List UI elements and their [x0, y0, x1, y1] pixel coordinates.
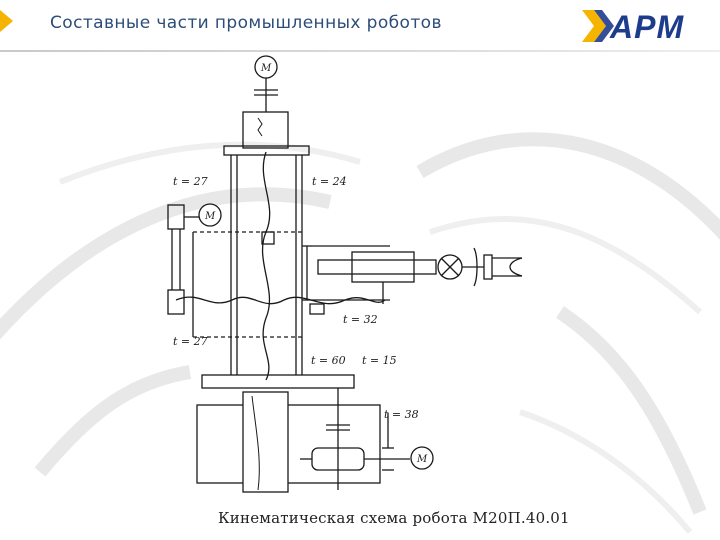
- motor-bottom: [410, 446, 434, 470]
- label-t32: t = 32: [343, 313, 378, 326]
- logo-text: АРМ: [610, 9, 685, 45]
- slide-header: Составные части промышленных роботов АРМ: [0, 0, 720, 52]
- motor-left-symbol: M: [204, 211, 216, 222]
- label-t60: t = 60: [311, 354, 346, 367]
- label-t24: t = 24: [312, 175, 347, 188]
- slide-title: Составные части промышленных роботов: [50, 13, 442, 33]
- motor-left: [198, 203, 222, 227]
- background-art: [0, 132, 720, 534]
- motor-top-symbol: M: [260, 63, 272, 74]
- label-t38: t = 38: [384, 408, 419, 421]
- logo-mark-icon: [582, 10, 614, 42]
- diagram-caption: Кинематическая схема робота М20П.40.01: [218, 509, 570, 527]
- label-t27-bottom: t = 27: [173, 335, 208, 348]
- header-accent-arrow: [0, 10, 13, 32]
- label-t15: t = 15: [362, 354, 397, 367]
- company-logo: АРМ: [580, 8, 710, 46]
- label-t27-top: t = 27: [173, 175, 208, 188]
- motor-bottom-symbol: M: [416, 454, 428, 465]
- header-divider: [0, 50, 720, 52]
